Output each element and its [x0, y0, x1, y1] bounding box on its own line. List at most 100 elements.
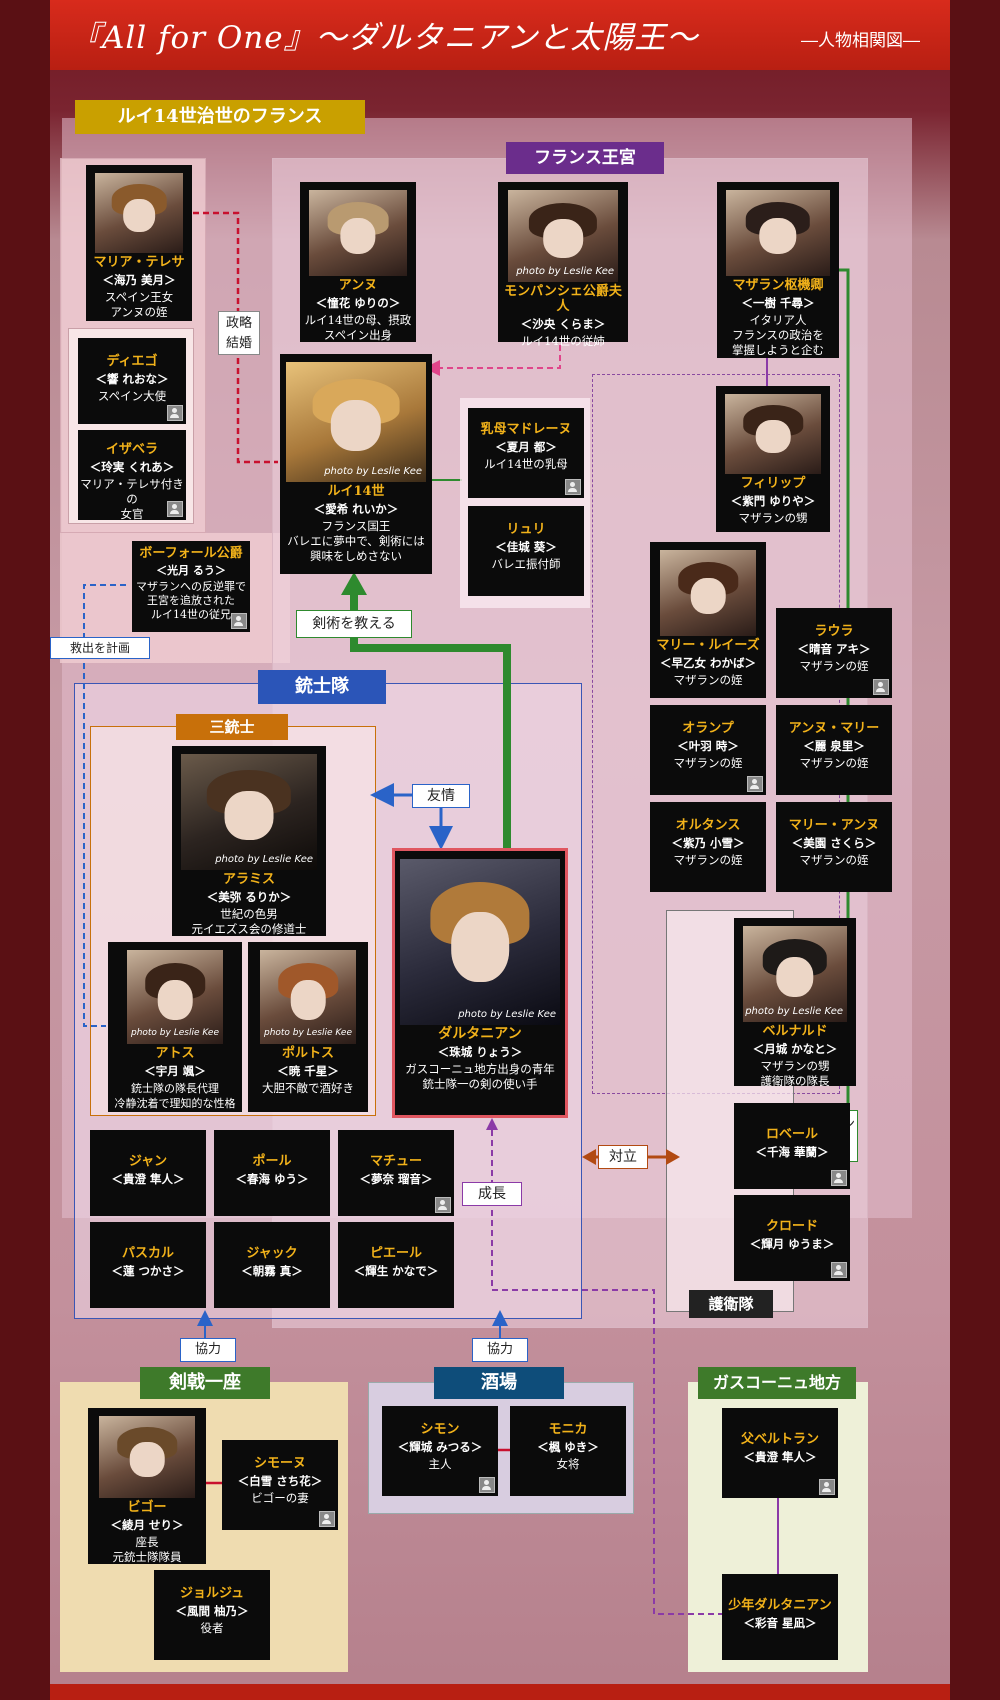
name: ラウラ [814, 624, 854, 639]
photo: photo by Leslie Kee [127, 950, 223, 1044]
card-bernard[interactable]: photo by Leslie Kee ベルナルド ＜月城 かなと＞ マザランの… [734, 918, 856, 1088]
actor: ＜海乃 美月＞ [102, 273, 176, 287]
photo-credit: photo by Leslie Kee [516, 266, 614, 277]
label-gascony: ガスコーニュ地方 [698, 1367, 856, 1399]
line-growth [491, 1120, 722, 1615]
desc: 世紀の色男 元イエズス会の修道士 [191, 907, 307, 936]
desc: イタリア人 フランスの政治を 掌握しようと企む [732, 313, 824, 357]
tag-friend: 友情 [412, 784, 470, 808]
actor: ＜美園 さくら＞ [791, 836, 877, 850]
card-mathieu[interactable]: マチュー ＜夢奈 瑠音＞ [338, 1130, 454, 1216]
name: ポルトス [281, 1046, 334, 1061]
name: アンヌ・マリー [788, 721, 880, 736]
actor: ＜珠城 りょう＞ [437, 1045, 523, 1059]
photo: photo by Leslie Kee [286, 362, 426, 482]
photo-credit: photo by Leslie Kee [130, 1028, 219, 1038]
desc: バレエ振付師 [491, 557, 561, 571]
card-simon[interactable]: シモン ＜輝城 みつる＞ 主人 [382, 1406, 498, 1496]
label-palace: フランス王宮 [506, 142, 664, 174]
page-subtitle: ―人物相関図― [801, 31, 920, 51]
label-three: 三銃士 [176, 714, 288, 740]
card-isabel[interactable]: イザベラ ＜玲実 くれあ＞ マリア・テレサ付きの 女官 [78, 430, 186, 521]
actor: ＜夢奈 瑠音＞ [359, 1172, 433, 1186]
name: パスカル [121, 1246, 174, 1261]
actor: ＜光月 るう＞ [156, 564, 226, 577]
actor: ＜彩音 星凪＞ [743, 1616, 817, 1630]
card-beaufort[interactable]: ボーフォール公爵 ＜光月 るう＞ マザランへの反逆罪で 王宮を追放された ルイ1… [132, 541, 250, 632]
card-bigot[interactable]: ビゴー ＜綾月 せり＞ 座長 元銃士隊隊員 [88, 1408, 206, 1564]
actor: ＜愛希 れいか＞ [313, 502, 399, 516]
actor: ＜貴澄 隼人＞ [111, 1172, 185, 1186]
actor: ＜早乙女 わかば＞ [659, 656, 756, 670]
desc: マザランの甥 [738, 511, 808, 525]
actor: ＜貴澄 隼人＞ [743, 1450, 817, 1464]
card-louis[interactable]: photo by Leslie Kee ルイ14世 ＜愛希 れいか＞ フランス国… [280, 354, 432, 574]
actor: ＜綾月 せり＞ [110, 1518, 184, 1532]
desc: ビゴーの妻 [251, 1491, 309, 1505]
card-montpensier[interactable]: photo by Leslie Kee モンパンシェ公爵夫人 ＜沙央 くらま＞ … [498, 182, 628, 348]
actor: ＜白雪 さち花＞ [237, 1474, 323, 1488]
card-father[interactable]: 父ベルトラン ＜貴澄 隼人＞ [722, 1408, 838, 1498]
name: アラミス [222, 872, 275, 887]
card-monica[interactable]: モニカ ＜楓 ゆき＞ 女将 [510, 1406, 626, 1496]
card-pascal[interactable]: パスカル ＜蓮 つかさ＞ [90, 1222, 206, 1308]
user-icon [819, 1479, 835, 1495]
card-georges[interactable]: ジョルジュ ＜風間 柚乃＞ 役者 [154, 1570, 270, 1660]
card-claude[interactable]: クロード ＜輝月 ゆうま＞ [734, 1195, 850, 1281]
card-lulli[interactable]: リュリ ＜佳城 葵＞ バレエ振付師 [468, 506, 584, 596]
user-icon [167, 405, 183, 421]
name: マリー・アンヌ [788, 818, 880, 833]
card-olympe[interactable]: オランプ ＜叶羽 時＞ マザランの姪 [650, 705, 766, 795]
name: オランプ [682, 721, 734, 736]
label-france: ルイ14世治世のフランス [75, 100, 365, 134]
card-laura[interactable]: ラウラ ＜晴音 アキ＞ マザランの姪 [776, 608, 892, 698]
card-porthos[interactable]: photo by Leslie Kee ポルトス ＜暁 千星＞ 大胆不敵で酒好き [248, 942, 368, 1112]
name: フィリップ [740, 476, 806, 491]
photo: photo by Leslie Kee [260, 950, 356, 1044]
user-icon [831, 1262, 847, 1278]
card-jean[interactable]: ジャン ＜貴澄 隼人＞ [90, 1130, 206, 1216]
page-title: 『All for One』〜ダルタニアンと太陽王〜 [70, 20, 699, 56]
actor: ＜麗 泉里＞ [803, 739, 865, 753]
photo [725, 394, 821, 474]
card-aramis[interactable]: photo by Leslie Kee アラミス ＜美弥 るりか＞ 世紀の色男 … [172, 746, 326, 936]
card-hortense[interactable]: オルタンス ＜紫乃 小雪＞ マザランの姪 [650, 802, 766, 892]
card-madeleine[interactable]: 乳母マドレーヌ ＜夏月 都＞ ルイ14世の乳母 [468, 408, 584, 498]
actor: ＜紫門 ゆりや＞ [730, 494, 816, 508]
card-dartagnan[interactable]: photo by Leslie Kee ダルタニアン ＜珠城 りょう＞ ガスコー… [392, 848, 568, 1118]
card-boy[interactable]: 少年ダルタニアン ＜彩音 星凪＞ [722, 1574, 838, 1660]
desc: マザランの姪 [673, 853, 743, 867]
card-athos[interactable]: photo by Leslie Kee アトス ＜宇月 颯＞ 銃士隊の隊長代理 … [108, 942, 242, 1112]
name: シモーヌ [253, 1456, 306, 1471]
card-paul[interactable]: ポール ＜春海 ゆう＞ [214, 1130, 330, 1216]
user-icon [479, 1477, 495, 1493]
name: ダルタニアン [438, 1026, 522, 1042]
actor: ＜玲実 くれあ＞ [89, 460, 175, 474]
actor: ＜佳城 葵＞ [495, 540, 557, 554]
card-annemarie[interactable]: アンヌ・マリー ＜麗 泉里＞ マザランの姪 [776, 705, 892, 795]
header-bar: 『All for One』〜ダルタニアンと太陽王〜 ―人物相関図― [50, 0, 950, 70]
user-icon [319, 1511, 335, 1527]
photo-credit: photo by Leslie Kee [324, 466, 422, 477]
card-diego[interactable]: ディエゴ ＜響 れおな＞ スペイン大使 [78, 338, 186, 424]
card-anne[interactable]: アンヌ ＜憧花 ゆりの＞ ルイ14世の母、摂政 スペイン出身 [300, 182, 416, 342]
card-maria[interactable]: マリア・テレサ ＜海乃 美月＞ スペイン王女 アンヌの姪 [86, 165, 192, 321]
card-marielouise[interactable]: マリー・ルイーズ ＜早乙女 わかば＞ マザランの姪 [650, 542, 766, 698]
card-philippe[interactable]: フィリップ ＜紫門 ゆりや＞ マザランの甥 [716, 386, 830, 532]
desc: マザランの姪 [799, 756, 869, 770]
desc: マザランの姪 [799, 853, 869, 867]
photo: photo by Leslie Kee [181, 754, 317, 870]
card-marieanne[interactable]: マリー・アンヌ ＜美園 さくら＞ マザランの姪 [776, 802, 892, 892]
card-simone[interactable]: シモーヌ ＜白雪 さち花＞ ビゴーの妻 [222, 1440, 338, 1530]
card-robert[interactable]: ロベール ＜千海 華蘭＞ [734, 1103, 850, 1189]
tag-rival: 対立 [598, 1145, 648, 1169]
name: ロベール [765, 1127, 818, 1142]
card-pierre[interactable]: ピエール ＜輝生 かなで＞ [338, 1222, 454, 1308]
user-icon [565, 479, 581, 495]
name: アトス [155, 1046, 195, 1061]
actor: ＜響 れおな＞ [95, 372, 169, 386]
desc: 女将 [556, 1457, 580, 1471]
desc: マザランの姪 [799, 659, 869, 673]
card-jacques[interactable]: ジャック ＜朝霧 真＞ [214, 1222, 330, 1308]
card-mazarin[interactable]: マザラン枢機卿 ＜一樹 千尋＞ イタリア人 フランスの政治を 掌握しようと企む [717, 182, 839, 358]
